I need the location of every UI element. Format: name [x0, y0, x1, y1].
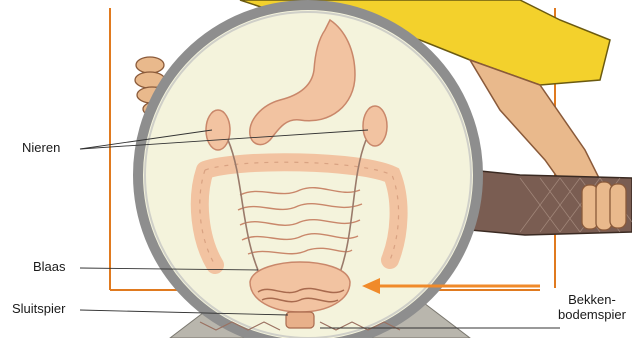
bladder: [250, 262, 350, 312]
sphincter: [286, 312, 314, 328]
label-bekkenbodemspier: Bekken- bodemspier: [558, 292, 626, 322]
label-sluitspier: Sluitspier: [12, 301, 65, 316]
label-blaas: Blaas: [33, 259, 66, 274]
right-hand: [582, 182, 626, 230]
label-bekken-line2: bodemspier: [558, 307, 626, 322]
label-nieren: Nieren: [22, 140, 60, 155]
right-kidney: [363, 106, 387, 146]
label-bekken-line1: Bekken-: [558, 292, 626, 307]
